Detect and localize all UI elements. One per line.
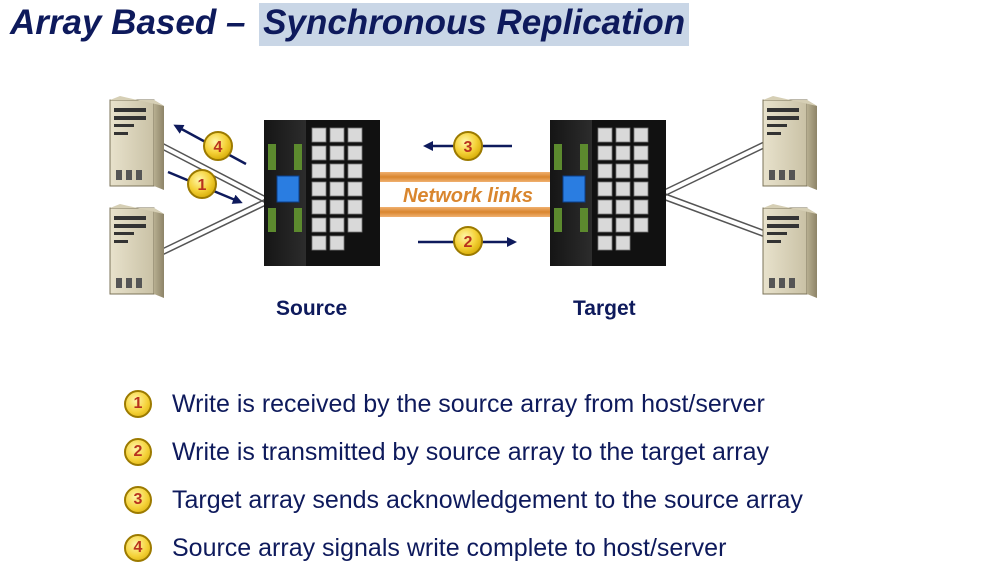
svg-text:4: 4 [214,139,223,156]
title-part-1: Array Based – [10,3,246,42]
badge-3: 3 [453,131,483,161]
step-number-badge: 1 [124,390,152,418]
step-item: 1 Write is received by the source array … [124,380,803,428]
step-number-badge: 4 [124,534,152,562]
host-links-right [659,139,769,239]
step-text: Source array signals write complete to h… [172,533,727,562]
svg-text:3: 3 [464,139,473,156]
step-item: 4 Source array signals write complete to… [124,524,803,572]
host-server-bottom-left [109,204,164,298]
source-label: Source [276,297,348,320]
network-links [378,172,554,217]
badge-1: 1 [187,169,217,199]
svg-text:2: 2 [464,234,473,251]
host-server-top-left [109,96,164,190]
target-storage-array [550,120,666,266]
host-links-left [159,141,269,257]
step-number-badge: 3 [124,486,152,514]
steps-list: 1 Write is received by the source array … [124,380,803,572]
step-item: 3 Target array sends acknowledgement to … [124,476,803,524]
source-storage-array [264,120,380,266]
slide-title: Array Based – Synchronous Replication [10,0,690,50]
step-text: Write is transmitted by source array to … [172,437,769,466]
badge-4: 4 [203,131,233,161]
svg-text:1: 1 [198,177,207,194]
host-server-bottom-right [762,204,817,298]
step-text: Write is received by the source array fr… [172,389,765,418]
target-label: Target [573,297,636,320]
step-number-badge: 2 [124,438,152,466]
replication-diagram: 4 1 3 2 Network links [109,96,817,298]
title-part-2-highlighted: Synchronous Replication [259,3,690,46]
step-text: Target array sends acknowledgement to th… [172,485,803,514]
step-item: 2 Write is transmitted by source array t… [124,428,803,476]
host-server-top-right [762,96,817,190]
network-links-label: Network links [403,185,533,207]
badge-2: 2 [453,226,483,256]
